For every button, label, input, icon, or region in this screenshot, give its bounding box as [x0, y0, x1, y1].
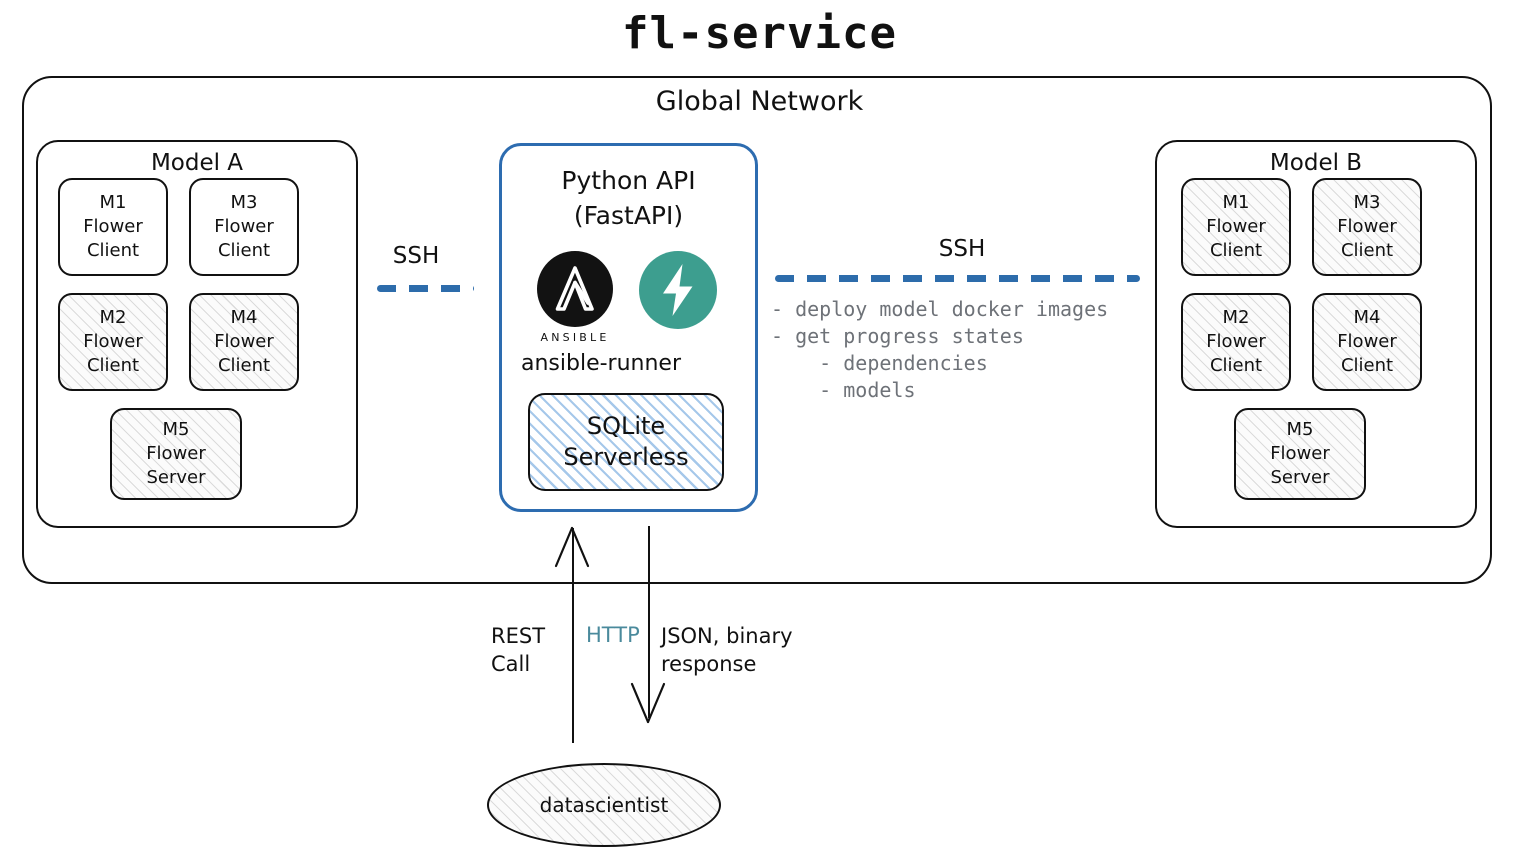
node-role-line2: Client: [217, 239, 271, 261]
node-role-line2: Client: [1209, 354, 1263, 376]
sqlite-line2: Serverless: [563, 443, 689, 471]
response-line2: response: [661, 651, 757, 676]
node-role-line1: Flower: [1337, 216, 1397, 238]
response-arrowhead-icon: [630, 682, 666, 724]
response-arrow-line: [648, 526, 650, 718]
node-role-line1: Flower: [83, 216, 143, 238]
logo-row: ANSIBLE: [502, 251, 755, 344]
ansible-logo-icon: [537, 251, 613, 327]
rest-call-line2: Call: [491, 651, 531, 676]
ansible-runner-label: ansible-runner: [521, 351, 682, 376]
node-role-line2: Server: [1270, 466, 1330, 488]
model-a-node-m1[interactable]: M1 Flower Client: [58, 178, 168, 276]
node-id: M5: [162, 419, 190, 441]
node-role-line2: Client: [217, 354, 271, 376]
rest-call-arrowhead-icon: [554, 526, 590, 568]
node-role-line1: Flower: [214, 331, 274, 353]
model-a-title: Model A: [150, 150, 244, 176]
response-line1: JSON, binary: [661, 624, 793, 648]
model-b-node-m5[interactable]: M5 Flower Server: [1234, 408, 1366, 500]
model-b-node-m4[interactable]: M4 Flower Client: [1312, 293, 1422, 391]
python-api-title: Python API (FastAPI): [502, 164, 755, 233]
model-a-node-m5[interactable]: M5 Flower Server: [110, 408, 242, 500]
fastapi-logo-icon: [639, 251, 717, 329]
sqlite-line1: SQLite: [586, 411, 666, 440]
node-role-line2: Client: [1209, 239, 1263, 261]
node-role-line2: Client: [86, 239, 140, 261]
node-role-line1: Flower: [146, 443, 206, 465]
node-role-line2: Client: [1340, 239, 1394, 261]
sqlite-database-box[interactable]: SQLite Serverless: [528, 393, 724, 491]
node-role-line1: Flower: [1337, 331, 1397, 353]
datascientist-actor[interactable]: datascientist: [487, 763, 721, 847]
ssh-left-label: SSH: [392, 243, 440, 269]
node-role-line1: Flower: [83, 331, 143, 353]
response-label: JSON, binary response: [661, 623, 851, 678]
rest-call-arrow-line: [572, 528, 574, 743]
node-id: M1: [99, 192, 127, 214]
global-network-label: Global Network: [655, 86, 864, 117]
http-protocol-label: HTTP: [586, 623, 640, 647]
model-a-node-m2[interactable]: M2 Flower Client: [58, 293, 168, 391]
node-role-line2: Client: [86, 354, 140, 376]
page-title: fl-service: [622, 8, 897, 59]
datascientist-label: datascientist: [539, 793, 669, 817]
node-role-line2: Server: [146, 466, 206, 488]
rest-call-line1: REST: [491, 624, 546, 648]
node-id: M4: [1353, 307, 1381, 329]
python-api-box: Python API (FastAPI) ANSIBLE ansible-run…: [499, 143, 758, 512]
node-role-line1: Flower: [1206, 216, 1266, 238]
node-id: M3: [230, 192, 258, 214]
node-id: M3: [1353, 192, 1381, 214]
ssh-left-connector: [377, 285, 474, 292]
node-role-line1: Flower: [214, 216, 274, 238]
ansible-wordmark: ANSIBLE: [540, 331, 610, 344]
node-id: M5: [1286, 419, 1314, 441]
ssh-right-label: SSH: [938, 236, 986, 262]
python-api-title-line2: (FastAPI): [573, 200, 684, 230]
ssh-right-notes: - deploy model docker images - get progr…: [771, 297, 1109, 402]
node-role-line2: Client: [1340, 354, 1394, 376]
node-id: M4: [230, 307, 258, 329]
node-id: M2: [1222, 307, 1250, 329]
rest-call-label: REST Call: [491, 623, 569, 678]
model-a-node-m4[interactable]: M4 Flower Client: [189, 293, 299, 391]
ssh-right-connector: [775, 275, 1140, 282]
node-id: M1: [1222, 192, 1250, 214]
node-role-line1: Flower: [1270, 443, 1330, 465]
node-role-line1: Flower: [1206, 331, 1266, 353]
python-api-title-line1: Python API: [561, 166, 696, 195]
model-a-node-m3[interactable]: M3 Flower Client: [189, 178, 299, 276]
model-b-node-m3[interactable]: M3 Flower Client: [1312, 178, 1422, 276]
model-b-node-m2[interactable]: M2 Flower Client: [1181, 293, 1291, 391]
model-b-title: Model B: [1269, 150, 1363, 176]
node-id: M2: [99, 307, 127, 329]
model-b-node-m1[interactable]: M1 Flower Client: [1181, 178, 1291, 276]
